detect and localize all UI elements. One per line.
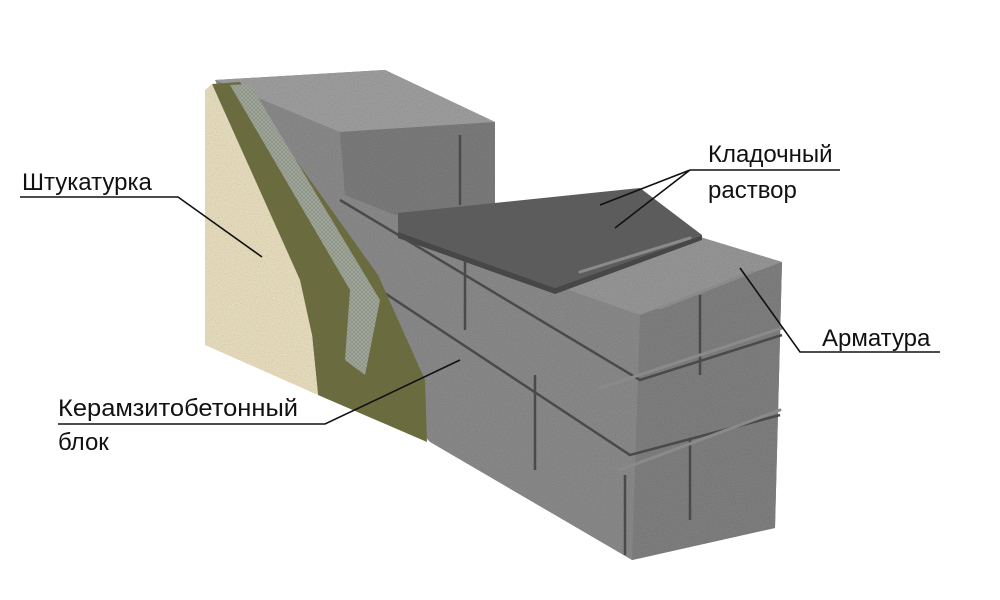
- plaster-layer: [205, 84, 318, 395]
- expanded-clay-blocks: [215, 70, 782, 560]
- label-block-line1: Керамзитобетонный: [58, 395, 298, 422]
- reinforcing-mesh: [230, 84, 380, 375]
- masonry-mortar-layer: [398, 188, 702, 288]
- insulation-layer: [212, 82, 427, 442]
- leader-lines: [20, 169, 940, 425]
- label-mortar-line2: раствор: [708, 177, 797, 204]
- reinforcement-bars: [578, 236, 784, 472]
- label-mortar-line1: Кладочный: [708, 141, 833, 168]
- label-block-line2: блок: [58, 429, 109, 456]
- label-plaster: Штукатурка: [22, 169, 152, 196]
- label-rebar: Арматура: [822, 325, 931, 352]
